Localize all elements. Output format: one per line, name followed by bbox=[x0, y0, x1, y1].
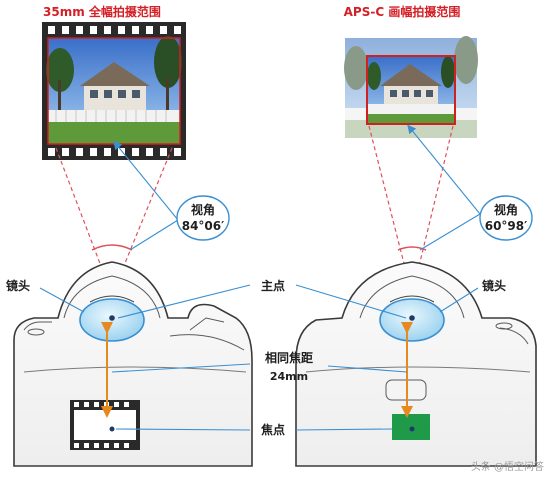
left-angle-callout: 视角 84°06′ bbox=[176, 195, 230, 241]
watermark: 头条 @悟空问答 bbox=[471, 460, 544, 473]
left-angle-value: 84°06′ bbox=[182, 219, 225, 233]
left-film-strip bbox=[42, 22, 186, 160]
focal-point-label: 焦点 bbox=[260, 422, 285, 437]
right-angle-callout: 视角 60°98′ bbox=[479, 195, 533, 241]
left-fov-lines bbox=[55, 147, 173, 296]
focal-length-value: 24mm bbox=[270, 370, 308, 383]
left-angle-word: 视角 bbox=[191, 202, 215, 217]
same-focal-length-label: 相同焦距 bbox=[265, 350, 313, 365]
right-angle-value: 60°98′ bbox=[485, 219, 528, 233]
left-principal-point bbox=[109, 315, 115, 321]
principal-point-label: 主点 bbox=[261, 278, 285, 293]
house-photo-full-frame bbox=[46, 36, 182, 145]
right-lens bbox=[379, 295, 445, 342]
left-caption: 35mm 全幅拍摄范围 bbox=[43, 4, 161, 19]
film-sprocket-holes-bottom bbox=[48, 148, 181, 156]
right-focal-point bbox=[409, 426, 415, 432]
right-angle-arc bbox=[397, 246, 427, 251]
right-principal-point bbox=[409, 315, 415, 321]
film-sprocket-holes-top bbox=[48, 26, 181, 34]
left-film-sensor bbox=[70, 400, 140, 450]
right-aps-c-sensor bbox=[392, 414, 430, 440]
right-caption: APS-C 画幅拍摄范围 bbox=[344, 4, 461, 19]
lens-label-right: 镜头 bbox=[482, 278, 506, 293]
left-angle-arc bbox=[91, 244, 133, 251]
right-angle-word: 视角 bbox=[494, 202, 518, 217]
lens-label-left: 镜头 bbox=[6, 278, 30, 293]
left-focal-point bbox=[109, 426, 115, 432]
right-fov-lines bbox=[368, 125, 454, 296]
aps-c-crop bbox=[366, 55, 456, 125]
leader-lines bbox=[39, 124, 481, 431]
right-photo bbox=[344, 36, 478, 138]
